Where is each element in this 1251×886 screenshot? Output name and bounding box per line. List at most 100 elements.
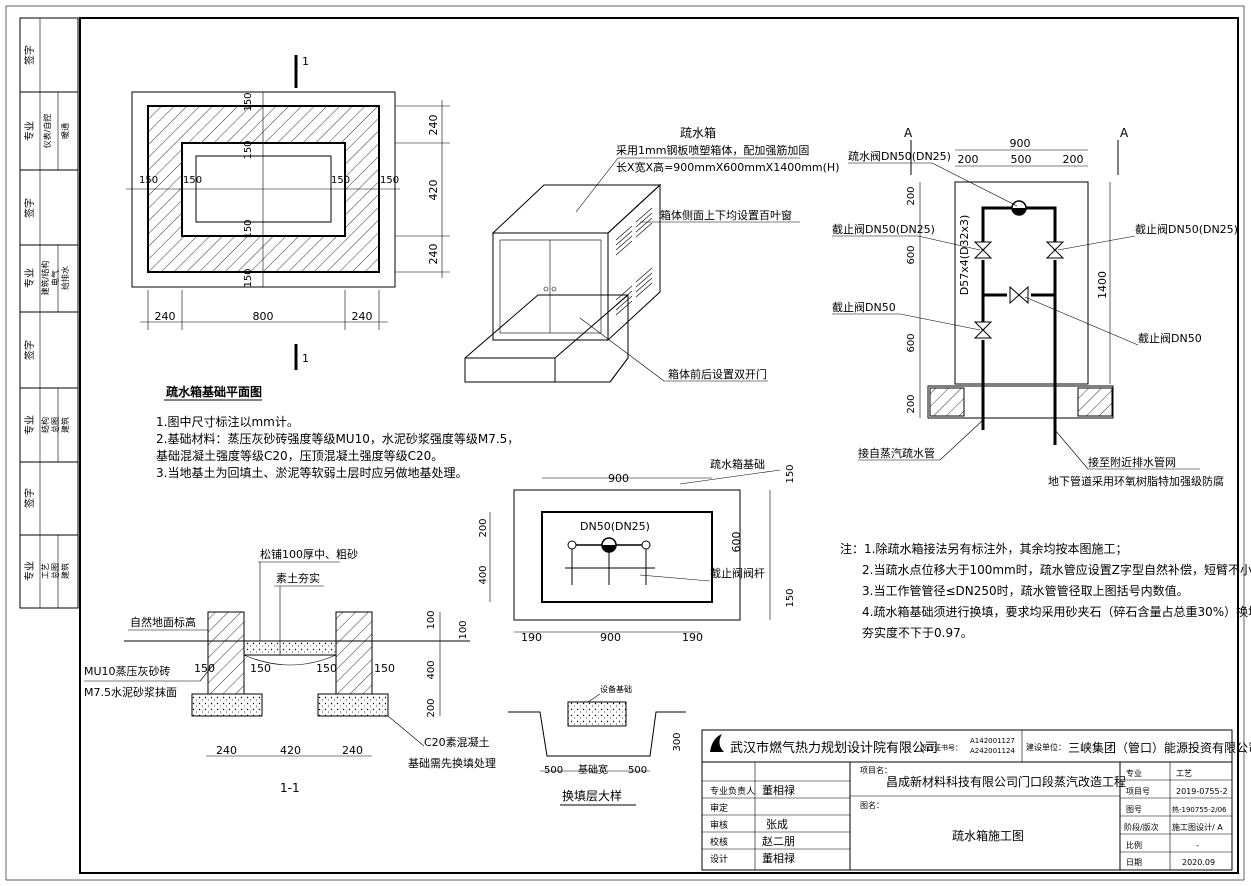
outlet-label: 接至附近排水管网 — [1088, 455, 1176, 469]
note-line: 夯实度不下于0.97。 — [862, 625, 973, 640]
discipline-name: 总图 — [50, 563, 60, 579]
dim-label: 300 — [672, 732, 683, 751]
foundation-plan: 1 1 240 420 240 240 800 240 150 150 150 … — [126, 55, 450, 401]
valve-label: 疏水阀DN50(DN25) — [848, 149, 951, 163]
dim-label: 200 — [1063, 153, 1084, 166]
dim-label: 420 — [427, 180, 440, 201]
sand-label: 松铺100厚中、粗砂 — [260, 547, 358, 561]
dim-label: 150 — [331, 175, 350, 186]
brick-label: MU10蒸压灰砂砖 — [84, 664, 171, 678]
meta-key: 日期 — [1126, 858, 1142, 867]
ground-label: 自然地面标高 — [130, 615, 196, 629]
valve-rod-label: 截止阀阀杆 — [710, 566, 765, 580]
role-label: 审定 — [710, 802, 728, 814]
cert-label: 设计证书号： — [920, 743, 962, 752]
dim-label: 基础宽 — [578, 763, 608, 776]
dim-label: 150 — [243, 268, 254, 287]
note-line: 1.图中尺寸标注以mm计。 — [156, 414, 299, 429]
c20-note: 基础需先换填处理 — [408, 756, 496, 770]
valve-label: 截止阀DN50 — [1138, 331, 1202, 345]
role-label: 专业负责人 — [710, 785, 755, 797]
dim-label: 800 — [253, 310, 274, 323]
meta-key: 比例 — [1126, 840, 1142, 850]
base-plan: 900 疏水箱基础 DN50(DN25) 截止阀阀杆 150 600 150 2… — [478, 457, 796, 644]
dim-label: 150 — [785, 464, 796, 483]
note-line: 4.疏水箱基础须进行换填，要求均采用砂夹石（碎石含量占总重30%）换填处理。 — [862, 604, 1251, 619]
discipline-major: 专业 — [23, 121, 36, 141]
dim-label: 400 — [426, 660, 437, 679]
client-name: 三峡集团（管口）能源投资有限公司 — [1068, 740, 1251, 755]
meta-key: 专业 — [1126, 768, 1142, 778]
note-line: 2.基础材料：蒸压灰砂砖强度等级MU10，水泥砂浆强度等级M7.5， — [156, 431, 519, 446]
dim-label: 200 — [906, 394, 917, 413]
dim-label: 420 — [280, 744, 301, 757]
dim-label: 1400 — [1096, 271, 1109, 299]
meta-value: 工艺 — [1176, 769, 1192, 778]
role-name: 董相禄 — [762, 783, 795, 797]
role-name: 张成 — [766, 818, 788, 831]
c20-label: C20素混凝土 — [424, 735, 490, 749]
mortar-label: M7.5水泥砂浆抹面 — [84, 685, 177, 699]
dim-label: 150 — [243, 92, 254, 111]
meta-value: 施工图设计/ A — [1172, 822, 1223, 832]
valve-label: 截止阀DN50 — [832, 300, 896, 314]
discipline-name: 暖通 — [60, 123, 70, 139]
dim-label: 240 — [216, 744, 237, 757]
dim-label: 150 — [194, 662, 215, 675]
discipline-name: 仪表/自控 — [42, 114, 52, 149]
inlet-label: 接自蒸汽疏水管 — [858, 446, 935, 460]
dim-label: 500 — [544, 765, 563, 776]
sign-label: 签字 — [23, 488, 36, 508]
section-label: A — [1120, 126, 1129, 140]
meta-key: 项目号 — [1126, 787, 1150, 796]
piping-elevation: A A 900 200 500 200 D57x4(D32x3) 200 600… — [832, 126, 1238, 488]
note-line: 注：1.除疏水箱接法另有标注外，其余均按本图施工； — [840, 541, 1127, 556]
dim-label: 900 — [600, 631, 621, 644]
meta-key: 阶段/版次 — [1124, 822, 1159, 832]
discipline-name: 建筑/结构 — [40, 261, 50, 296]
discipline-name: 工艺 — [41, 563, 50, 579]
dim-label: 900 — [1010, 137, 1031, 150]
dim-label: 240 — [352, 310, 373, 323]
meta-value: 2020.09 — [1182, 858, 1215, 867]
role-label: 校核 — [710, 836, 728, 848]
sign-label: 签字 — [23, 340, 36, 360]
discipline-major: 专业 — [23, 268, 36, 288]
meta-key: 图号 — [1126, 805, 1142, 814]
sheet-border — [5, 5, 1245, 881]
dim-label: 600 — [906, 333, 917, 352]
discipline-name: 建筑 — [60, 563, 70, 579]
detail-name: 换填层大样 — [562, 788, 622, 803]
sidebar-strip: 签字 签字 签字 签字 专业 专业 专业 专业 仪表/自控 暖通 建筑/结构 电… — [19, 17, 79, 609]
dim-label: 150 — [243, 140, 254, 159]
dim-label: 150 — [250, 662, 271, 675]
company-logo-icon — [710, 734, 724, 752]
role-name: 董相禄 — [762, 851, 795, 865]
dim-label: 240 — [427, 115, 440, 136]
project-name: 昌成新材料科技有限公司门口段蒸汽改造工程 — [886, 774, 1126, 789]
box-title: 疏水箱 — [680, 125, 716, 140]
company-name: 武汉市燃气热力规划设计院有限公司 — [730, 740, 938, 756]
box-spec: 采用1mm钢板喷塑箱体，配加强筋加固 — [616, 143, 809, 157]
pipe-spec: D57x4(D32x3) — [958, 215, 971, 296]
dim-label: 900 — [608, 472, 629, 485]
title-block: 武汉市燃气热力规划设计院有限公司 设计证书号： A142001127 A2420… — [701, 729, 1251, 871]
drawing-name: 疏水箱施工图 — [952, 828, 1024, 843]
notes-left: 1.图中尺寸标注以mm计。 2.基础材料：蒸压灰砂砖强度等级MU10，水泥砂浆强… — [156, 414, 519, 480]
note-line: 3.当工作管管径≤DN250时，疏水管管径取上图括号内数值。 — [862, 583, 1189, 598]
note-line: 基础混凝土强度等级C20，压顶混凝土强度等级C20。 — [156, 448, 443, 463]
meta-value: - — [1196, 841, 1199, 850]
dim-label: 150 — [374, 662, 395, 675]
dim-label: 200 — [426, 698, 437, 717]
discipline-major: 专业 — [23, 415, 36, 435]
section-name: 1-1 — [280, 781, 300, 795]
dim-label: 600 — [906, 245, 917, 264]
dim-label: 150 — [183, 175, 202, 186]
dim-label: 190 — [682, 631, 703, 644]
meta-value: 2019-0755-2 — [1176, 787, 1228, 796]
dim-label: 150 — [785, 588, 796, 607]
meta-list: 专业 工艺 项目号 2019-0755-2 图号 热-190755-2/06 阶… — [1124, 768, 1228, 867]
box-front-note: 箱体前后设置双开门 — [668, 367, 767, 381]
role-label: 设计 — [710, 853, 728, 865]
